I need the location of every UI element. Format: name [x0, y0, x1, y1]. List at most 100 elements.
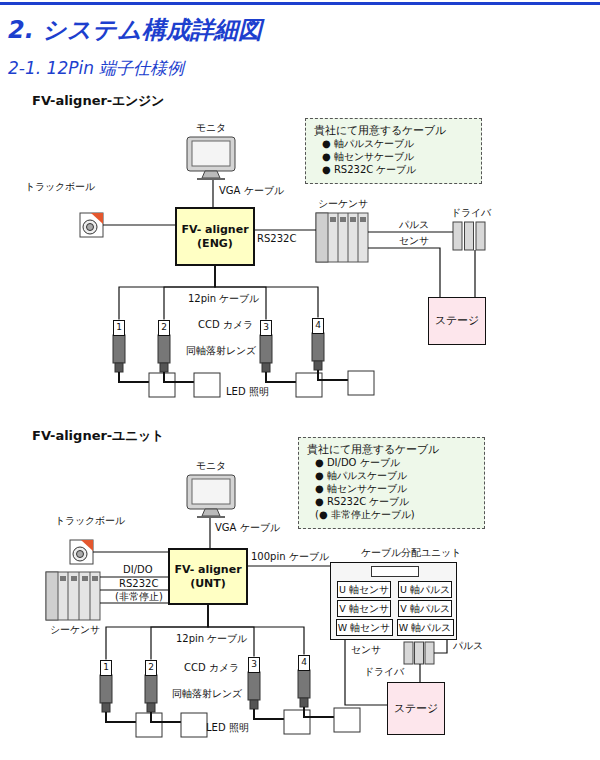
- process-box: 4: [298, 655, 310, 671]
- cable-line: [255, 229, 316, 230]
- section-heading: FV-aligner-ユニット: [32, 428, 164, 444]
- edge-label: DI/DO: [122, 564, 154, 575]
- cable-line: [151, 605, 208, 660]
- box-text: (ENG): [197, 237, 233, 251]
- edge-label: パルス: [398, 219, 430, 230]
- cable-note: 貴社にて用意するケーブル● 軸パルスケーブル● 軸センサケーブル● RS232C…: [305, 118, 482, 184]
- section-subtitle: 2-1. 12Pin 端子仕様例: [8, 58, 184, 78]
- process-box: 2: [158, 320, 170, 336]
- note-item: ● 軸センサケーブル: [307, 482, 407, 495]
- cable-line: [164, 266, 215, 320]
- cable-line: [368, 248, 440, 297]
- part-label: LED 照明: [226, 386, 269, 398]
- box-text: W 軸センサ: [338, 622, 390, 634]
- device-icon: シーケンサ: [46, 572, 100, 620]
- process-box: 4: [312, 318, 324, 334]
- cable-line: [212, 180, 213, 207]
- process-box: 3: [260, 320, 272, 336]
- process-box: V 軸センサ: [337, 600, 391, 617]
- process-box: W 軸センサ: [336, 619, 393, 636]
- box-text: U 軸パルス: [400, 584, 450, 596]
- part-label: CCD カメラ: [184, 662, 239, 674]
- cable-line: [368, 231, 453, 232]
- edge-label: センサ: [398, 235, 430, 246]
- process-box: U 軸センサ: [337, 581, 391, 598]
- cable-line: [100, 602, 168, 603]
- cable-line: [93, 551, 168, 552]
- device-label: トラックボール: [55, 515, 125, 527]
- cable-line: [106, 605, 208, 660]
- edge-label: VGA ケーブル: [214, 522, 281, 533]
- box-text: ステージ: [435, 314, 479, 328]
- cable-line: [208, 605, 304, 655]
- edge-label: 100pin ケーブル: [250, 551, 330, 562]
- edge-label: VGA ケーブル: [218, 185, 285, 196]
- device-label: シーケンサ: [318, 198, 368, 210]
- box-text: V 軸パルス: [400, 603, 450, 615]
- device-icon: モニタ: [187, 475, 235, 518]
- process-box: 3: [248, 657, 260, 673]
- part-label: 同軸落射レンズ: [172, 688, 242, 700]
- cable-line: [215, 266, 266, 320]
- device-icon: シーケンサ: [316, 213, 368, 262]
- box-text: V 軸センサ: [339, 603, 389, 615]
- cable-line: [209, 518, 210, 548]
- process-box: FV- aligner(ENG): [175, 207, 255, 266]
- edge-label: センサ: [350, 644, 382, 655]
- device-icon: ドライバ: [453, 222, 485, 250]
- process-box: U 軸パルス: [398, 581, 452, 598]
- device-label: シーケンサ: [50, 624, 100, 636]
- note-item: ● RS232C ケーブル: [314, 163, 416, 176]
- note-item: ● 軸センサケーブル: [314, 150, 414, 163]
- cable-line: [119, 266, 215, 320]
- box-text: (UNT): [190, 577, 226, 591]
- device-label: トラックボール: [25, 181, 95, 193]
- box-text: 3: [251, 659, 257, 670]
- box-text: 4: [315, 320, 321, 331]
- edge-label: RS232C: [256, 233, 297, 244]
- cable-line: [474, 250, 475, 297]
- box-text: 1: [103, 662, 109, 673]
- box-text: ステージ: [394, 702, 438, 716]
- cable-line: [103, 224, 175, 225]
- edge-label: パルス: [452, 640, 484, 651]
- device-icon: モニタ: [187, 137, 235, 180]
- unit-slot: [371, 566, 419, 577]
- process-box: ステージ: [387, 682, 445, 735]
- device-label: ケーブル分配ユニット: [361, 547, 461, 559]
- part-label: LED 照明: [206, 722, 249, 734]
- process-box: 1: [100, 660, 112, 676]
- part-label: 同軸落射レンズ: [186, 345, 256, 357]
- edge-label: (非常停止): [114, 591, 164, 602]
- box-text: 1: [116, 322, 122, 333]
- process-box: 1: [113, 320, 125, 336]
- process-box: ステージ: [428, 297, 486, 345]
- note-item: ● 軸パルスケーブル: [307, 469, 407, 482]
- part-label: CCD カメラ: [198, 319, 253, 331]
- device-label: ドライバ: [364, 666, 404, 678]
- cable-note: 貴社にて用意するケーブル● DI/DO ケーブル● 軸パルスケーブル● 軸センサ…: [298, 437, 485, 529]
- cable-line: [208, 605, 254, 657]
- cable-label: 12pin ケーブル: [176, 633, 247, 645]
- box-text: 4: [301, 657, 307, 668]
- note-heading: 貴社にて用意するケーブル: [307, 443, 439, 456]
- device-label: モニタ: [196, 122, 226, 134]
- cable-line: [434, 640, 447, 653]
- process-box: V 軸パルス: [398, 600, 452, 617]
- box-text: 2: [161, 322, 167, 333]
- note-item: (● 非常停止ケーブル): [307, 508, 415, 521]
- process-box: 2: [145, 660, 157, 676]
- box-text: 2: [148, 662, 154, 673]
- note-item: ● RS232C ケーブル: [307, 495, 409, 508]
- device-icon: ドライバ: [404, 642, 434, 664]
- note-heading: 貴社にて用意するケーブル: [314, 124, 446, 137]
- box-text: 3: [263, 322, 269, 333]
- box-text: W 軸パルス: [399, 622, 451, 634]
- box-text: FV- aligner: [181, 223, 248, 237]
- device-label: モニタ: [196, 460, 226, 472]
- device-icon: トラックボール: [80, 213, 103, 237]
- process-box: W 軸パルス: [397, 619, 454, 636]
